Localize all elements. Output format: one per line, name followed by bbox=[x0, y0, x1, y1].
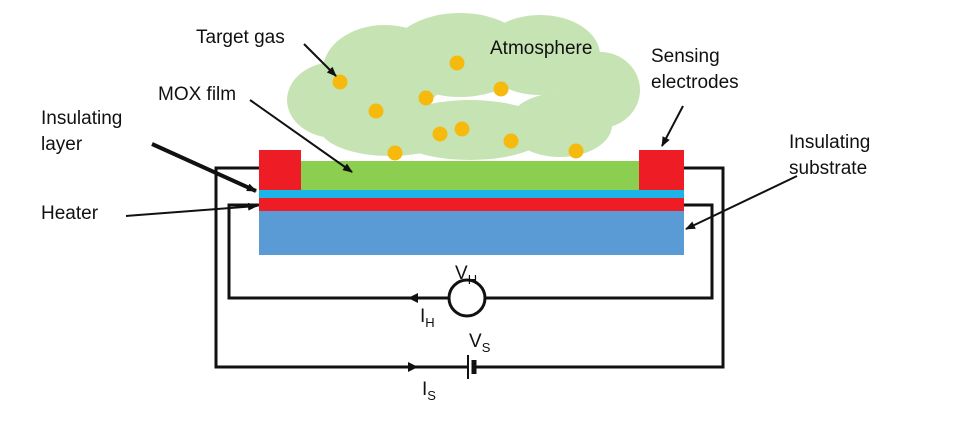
mox-film bbox=[300, 161, 639, 190]
insulating-substrate-label-line2: substrate bbox=[789, 158, 867, 179]
vh-label-main: V bbox=[455, 263, 468, 284]
sensing-electrodes-arrow bbox=[661, 105, 684, 147]
insulating-substrate bbox=[259, 211, 684, 255]
vs-label: VS bbox=[469, 331, 491, 355]
ih-label: IH bbox=[420, 306, 435, 330]
insulating-layer-arrow bbox=[151, 142, 257, 193]
insulating-layer-label-line1: Insulating bbox=[41, 108, 122, 129]
right-sensing-electrode bbox=[639, 150, 684, 190]
gas-particle bbox=[449, 55, 465, 71]
sensing-circuit bbox=[214, 166, 725, 369]
gas-particle bbox=[503, 133, 519, 149]
gas-particle bbox=[568, 143, 584, 159]
heater-arrow bbox=[125, 202, 258, 217]
target-gas-label: Target gas bbox=[196, 27, 285, 48]
sensing-electrodes-label-line2: electrodes bbox=[651, 72, 739, 93]
insulating-layer-label-line2: layer bbox=[41, 134, 83, 155]
ih-label-subscript: H bbox=[425, 315, 434, 330]
insulating-layer bbox=[259, 190, 684, 198]
leader-arrows bbox=[125, 43, 798, 230]
insulating-substrate-arrow bbox=[685, 175, 798, 230]
ih-current-arrow bbox=[408, 293, 418, 303]
atmosphere-label: Atmosphere bbox=[490, 38, 592, 59]
is-current-arrow bbox=[408, 362, 418, 372]
vh-label: VH bbox=[455, 263, 477, 287]
mox-film-label: MOX film bbox=[158, 84, 236, 105]
atmosphere-cloud bbox=[287, 13, 640, 160]
is-label-main: I bbox=[422, 379, 427, 400]
sensing-electrodes-label-line1: Sensing bbox=[651, 46, 720, 67]
gas-particles bbox=[332, 55, 584, 161]
heater-label: Heater bbox=[41, 203, 99, 224]
mox-film-arrow bbox=[249, 99, 353, 173]
gas-particle bbox=[368, 103, 384, 119]
left-sensing-electrode bbox=[259, 150, 301, 190]
heater-layer bbox=[259, 198, 684, 211]
is-label-subscript: S bbox=[427, 388, 436, 403]
gas-particle bbox=[418, 90, 434, 106]
gas-particle bbox=[454, 121, 470, 137]
gas-particle bbox=[332, 74, 348, 90]
target-gas-arrow bbox=[303, 43, 337, 77]
vh-voltage-source bbox=[447, 278, 487, 318]
heater-circuit bbox=[227, 203, 714, 300]
ih-label-main: I bbox=[420, 306, 425, 327]
gas-particle bbox=[387, 145, 403, 161]
gas-particle bbox=[432, 126, 448, 142]
vs-label-main: V bbox=[469, 331, 482, 352]
vh-label-subscript: H bbox=[468, 272, 477, 287]
gas-particle bbox=[493, 81, 509, 97]
insulating-substrate-label-line1: Insulating bbox=[789, 132, 870, 153]
vs-label-subscript: S bbox=[482, 340, 491, 355]
is-label: IS bbox=[422, 379, 436, 403]
